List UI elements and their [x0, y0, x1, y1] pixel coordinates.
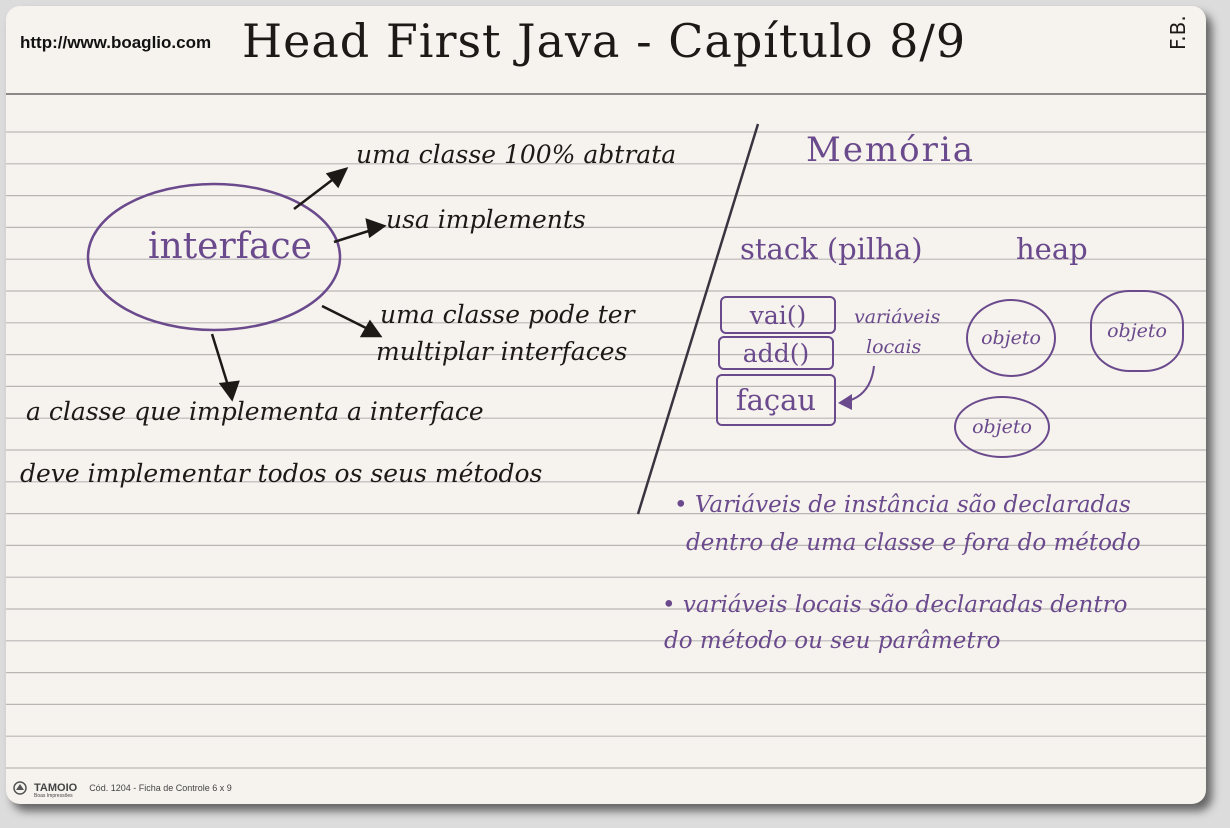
- heap-label: heap: [1016, 232, 1088, 266]
- arrow-head-multiple: [359, 319, 383, 338]
- note-implement-line1: a classe que implementa a interface: [26, 397, 484, 426]
- brand-tagline: Boas Impressões: [34, 793, 73, 799]
- interface-bubble-text: interface: [148, 226, 312, 267]
- index-card: http://www.boaglio.com Head First Java -…: [6, 6, 1206, 804]
- local-vars-label-line1: variáveis: [854, 306, 941, 328]
- label-multiple-line2: multiplar interfaces: [376, 337, 628, 366]
- memory-heading: Memória: [806, 130, 976, 170]
- interface-bubble: [86, 182, 342, 332]
- label-multiple-line1: uma classe pode ter: [380, 300, 635, 329]
- card-footer: TAMOIO Boas Impressões Cód. 1204 - Ficha…: [12, 776, 232, 799]
- stack-frame: façau: [716, 374, 836, 426]
- brand-block: TAMOIO Boas Impressões: [34, 776, 77, 799]
- local-vars-label-line2: locais: [866, 336, 922, 358]
- card-ruling: [6, 93, 1206, 769]
- label-implements: usa implements: [386, 205, 586, 234]
- stack-frame: vai(): [720, 296, 836, 334]
- arrow-head-abstract: [325, 167, 349, 189]
- arrow-head-locals: [838, 394, 852, 410]
- heap-object: objeto: [966, 299, 1056, 377]
- arrow-head-note: [218, 380, 240, 402]
- heap-object: objeto: [954, 396, 1050, 458]
- heap-object: objeto: [1090, 290, 1184, 372]
- stack-frame: add(): [718, 336, 834, 370]
- instance-vars-note-line2: dentro de uma classe e fora do método: [686, 530, 1141, 556]
- instance-vars-note-line1: • Variáveis de instância são declaradas: [674, 492, 1131, 518]
- site-url: http://www.boaglio.com: [20, 33, 212, 52]
- local-vars-note-line1: • variáveis locais são declaradas dentro: [662, 592, 1128, 618]
- brand-name: TAMOIO: [34, 782, 78, 794]
- label-abstract-class: uma classe 100% abtrata: [356, 140, 677, 169]
- author-initials: F.B.: [1166, 15, 1190, 50]
- stack-label: stack (pilha): [740, 232, 923, 266]
- note-implement-line2: deve implementar todos os seus métodos: [20, 459, 543, 488]
- tamoio-logo-icon: [13, 780, 27, 795]
- page-divider: [636, 123, 760, 515]
- card-title: Head First Java - Capítulo 8/9: [242, 14, 967, 68]
- arrow-head-implements: [365, 218, 387, 239]
- local-vars-note-line2: do método ou seu parâmetro: [664, 628, 1001, 654]
- card-code: Cód. 1204 - Ficha de Controle 6 x 9: [89, 782, 232, 793]
